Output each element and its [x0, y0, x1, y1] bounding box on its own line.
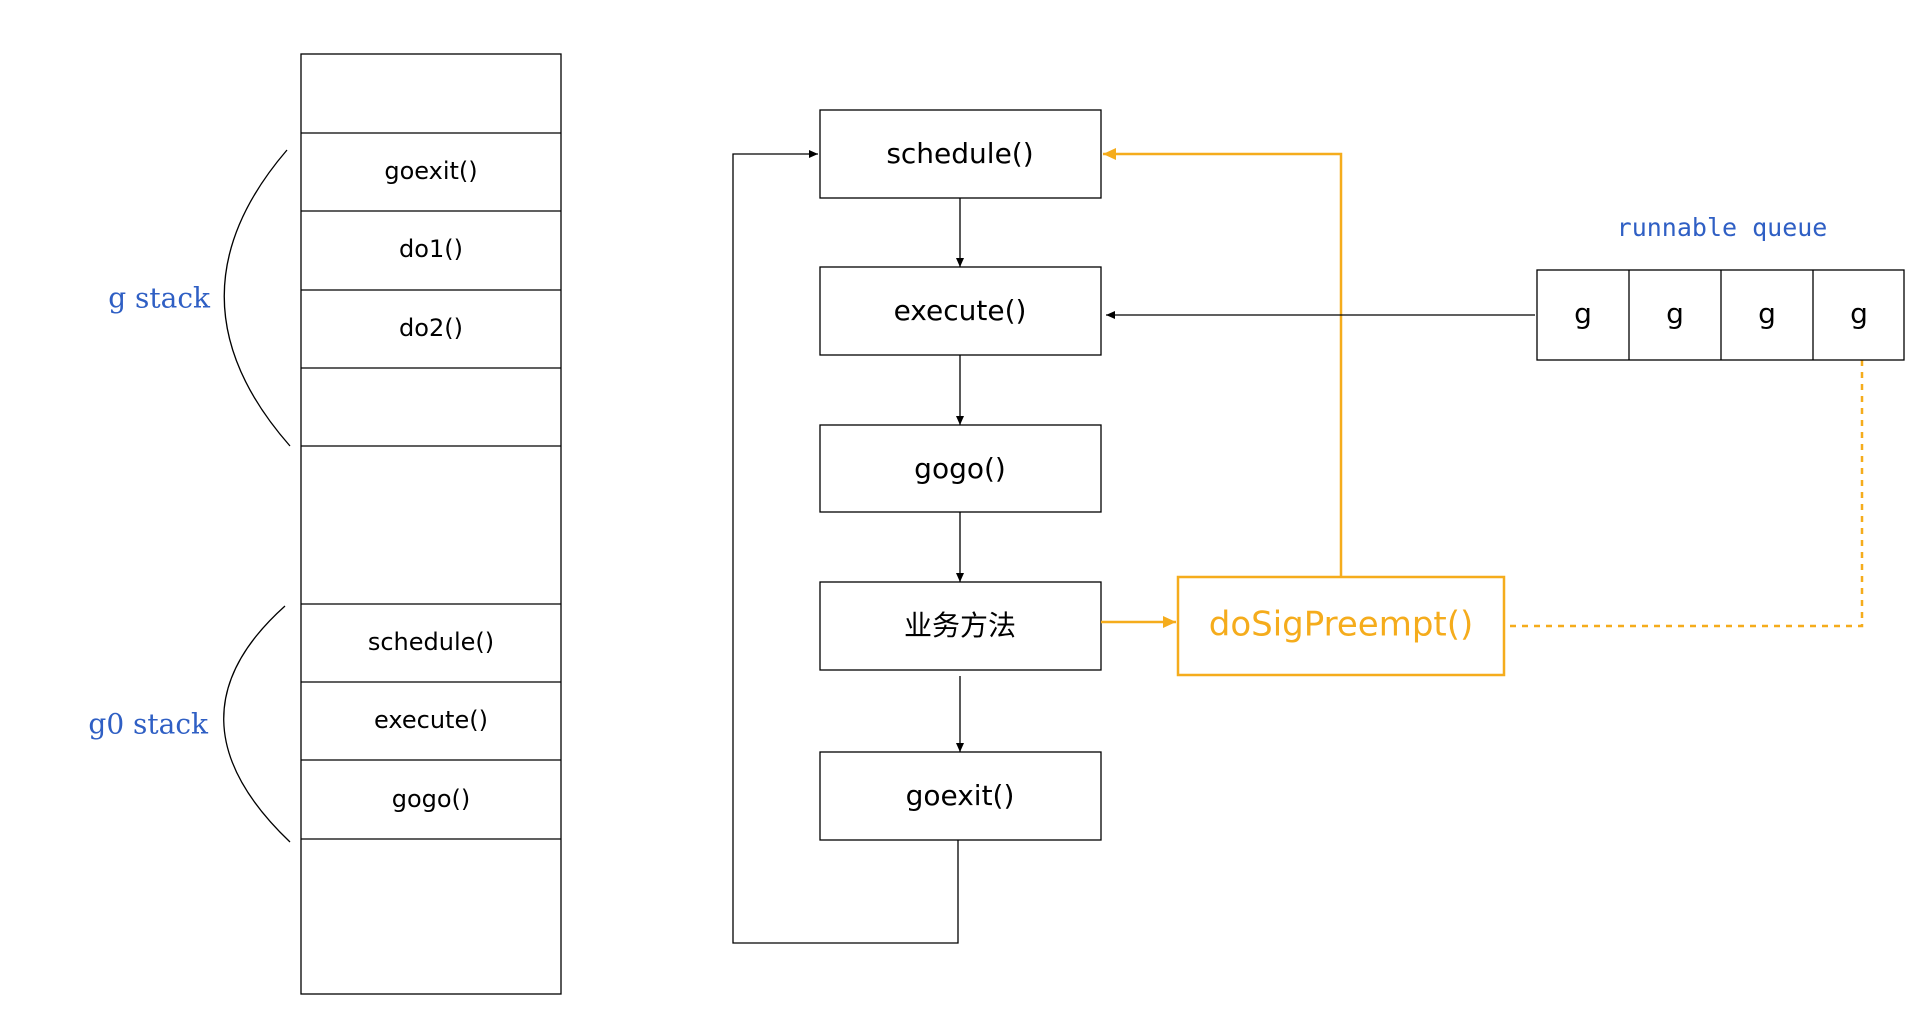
g0-stack-bracket [223, 605, 291, 843]
schedule-box [819, 109, 1102, 199]
goexit-box [819, 751, 1102, 841]
g-stack-bracket [223, 149, 291, 447]
business-method-box [819, 581, 1102, 671]
stack-cell-goexit: goexit() [384, 157, 477, 185]
stack-cell-schedule: schedule() [368, 628, 494, 656]
stack-cell-do2: do2() [399, 314, 463, 342]
stack-cell-execute: execute() [374, 706, 488, 734]
queue-item: g [1850, 297, 1868, 330]
dashed-link-queue-to-preempt [1504, 360, 1864, 628]
flow-chain: schedule() execute() gogo() 业务方法 goexit(… [732, 109, 1102, 944]
g0-stack-label: g0 stack [88, 708, 209, 741]
stack-cell-gogo: gogo() [392, 785, 471, 813]
schedule-label: schedule() [886, 137, 1033, 170]
business-method-label: 业务方法 [904, 609, 1016, 642]
stack-outline [300, 53, 562, 995]
do-sig-preempt-box [1176, 575, 1506, 677]
queue-item: g [1758, 297, 1776, 330]
gogo-label: gogo() [914, 452, 1006, 485]
stack-cell-do1: do1() [399, 235, 463, 263]
loop-arrow-goexit-to-schedule [732, 150, 959, 944]
g-stack-label: g stack [108, 282, 211, 315]
queue-item: g [1666, 297, 1684, 330]
execute-label: execute() [894, 294, 1027, 327]
runnable-queue-label: runnable queue [1617, 213, 1828, 242]
queue-item: g [1574, 297, 1592, 330]
stack-column: goexit() do1() do2() schedule() execute(… [88, 53, 562, 995]
preempt-path: doSigPreempt() [1101, 148, 1864, 677]
runnable-queue: runnable queue g g g g [1106, 213, 1905, 361]
arrow-preempt-to-schedule [1103, 148, 1343, 577]
do-sig-preempt-label: doSigPreempt() [1209, 605, 1474, 645]
goexit-label: goexit() [906, 779, 1015, 812]
